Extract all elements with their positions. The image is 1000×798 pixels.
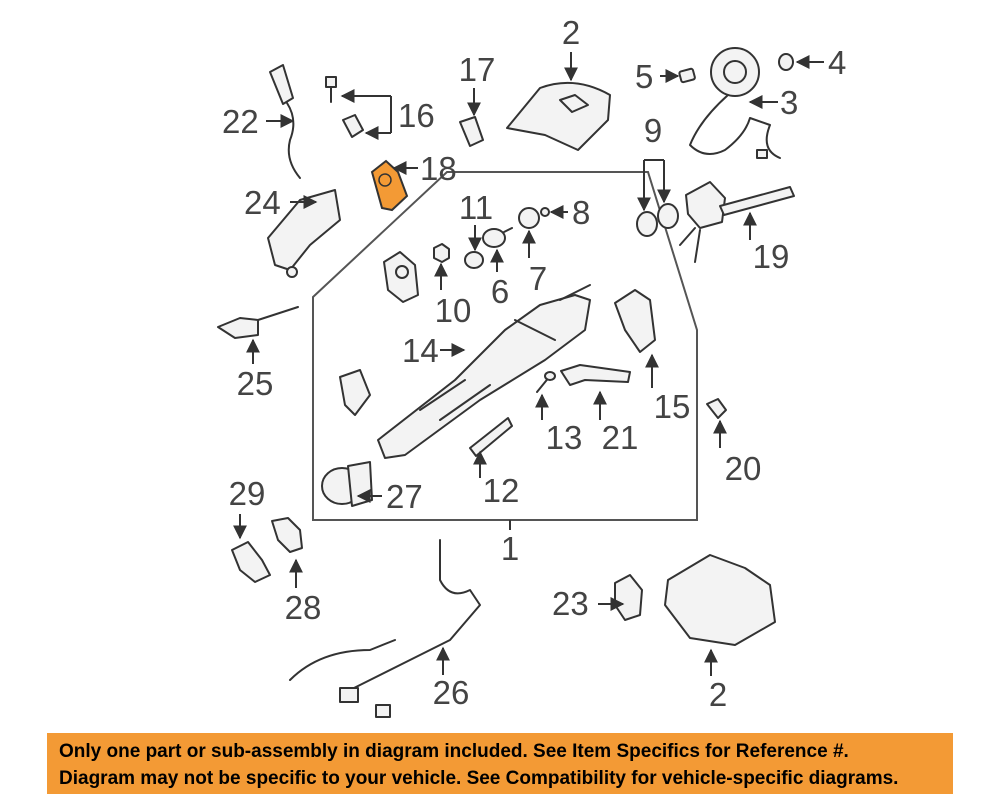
- part-5-clip: [678, 67, 696, 84]
- callout-17: 17: [459, 51, 496, 88]
- callout-6: 6: [491, 273, 509, 310]
- part-2-lower-shroud: [664, 554, 776, 646]
- callout-9: 9: [644, 112, 662, 149]
- part-19-turn-signal-switch: [679, 181, 795, 263]
- callout-4: 4: [828, 44, 846, 81]
- part-6-bushing: [482, 227, 513, 248]
- part-22-shift-lever: [269, 64, 301, 179]
- callout-1: 1: [501, 530, 519, 567]
- disclaimer-line-2: Diagram may not be specific to your vehi…: [59, 768, 899, 789]
- part-17-connector: [459, 116, 484, 147]
- callout-21: 21: [602, 419, 639, 456]
- part-23-cover: [614, 574, 643, 621]
- callout-15: 15: [654, 388, 691, 425]
- callout-28: 28: [285, 589, 322, 626]
- callout-7: 7: [529, 260, 547, 297]
- part-16-screw-and-switch: [325, 76, 364, 138]
- callout-24: 24: [244, 184, 281, 221]
- steering-column-diagram: 2 3 4 5 6 7 8 9 10 11 12 13 14 15 16 17 …: [217, 14, 846, 718]
- callout-3: 3: [780, 84, 798, 121]
- part-15-bracket: [614, 289, 656, 353]
- callout-26: 26: [433, 674, 470, 711]
- part-14-column-body: [339, 284, 591, 459]
- part-25-linkage: [217, 306, 299, 339]
- part-3-clock-spring: [689, 47, 781, 159]
- part-13-bolt: [536, 371, 556, 393]
- callout-13: 13: [546, 419, 583, 456]
- callout-8: 8: [572, 194, 590, 231]
- part-2-upper-shroud: [506, 81, 611, 151]
- part-7-nut: [518, 207, 540, 229]
- callout-22: 22: [222, 103, 259, 140]
- part-4-cap: [778, 53, 794, 71]
- part-9-rings: [636, 203, 679, 237]
- callout-18: 18: [420, 150, 457, 187]
- callout-29: 29: [229, 475, 266, 512]
- callout-23: 23: [552, 585, 589, 622]
- assembly-boundary: [312, 171, 698, 521]
- disclaimer-banner: Only one part or sub-assembly in diagram…: [47, 733, 953, 794]
- callout-25: 25: [237, 365, 274, 402]
- callout-11: 11: [459, 189, 493, 226]
- part-12-sleeve: [469, 417, 513, 457]
- part-29-bracket: [231, 541, 271, 583]
- part-10-nut: [433, 243, 450, 263]
- part-20-clip: [706, 398, 727, 419]
- callout-19: 19: [753, 238, 790, 275]
- callout-27: 27: [386, 478, 423, 515]
- part-27-lock-cylinder-ring: [321, 461, 373, 507]
- part-28-bracket: [271, 517, 303, 553]
- callout-20: 20: [725, 450, 762, 487]
- part-lock-housing: [383, 251, 419, 303]
- callout-5: 5: [635, 58, 653, 95]
- callout-16: 16: [398, 97, 435, 134]
- disclaimer-line-1: Only one part or sub-assembly in diagram…: [59, 741, 849, 762]
- callout-2-upper: 2: [562, 14, 580, 51]
- callout-12: 12: [483, 472, 520, 509]
- callout-2-lower: 2: [709, 676, 727, 713]
- part-11-bearing: [464, 251, 484, 269]
- callout-14: 14: [402, 332, 439, 369]
- part-8-washer: [540, 207, 550, 217]
- part-21-bracket: [560, 364, 631, 386]
- callout-10: 10: [435, 292, 472, 329]
